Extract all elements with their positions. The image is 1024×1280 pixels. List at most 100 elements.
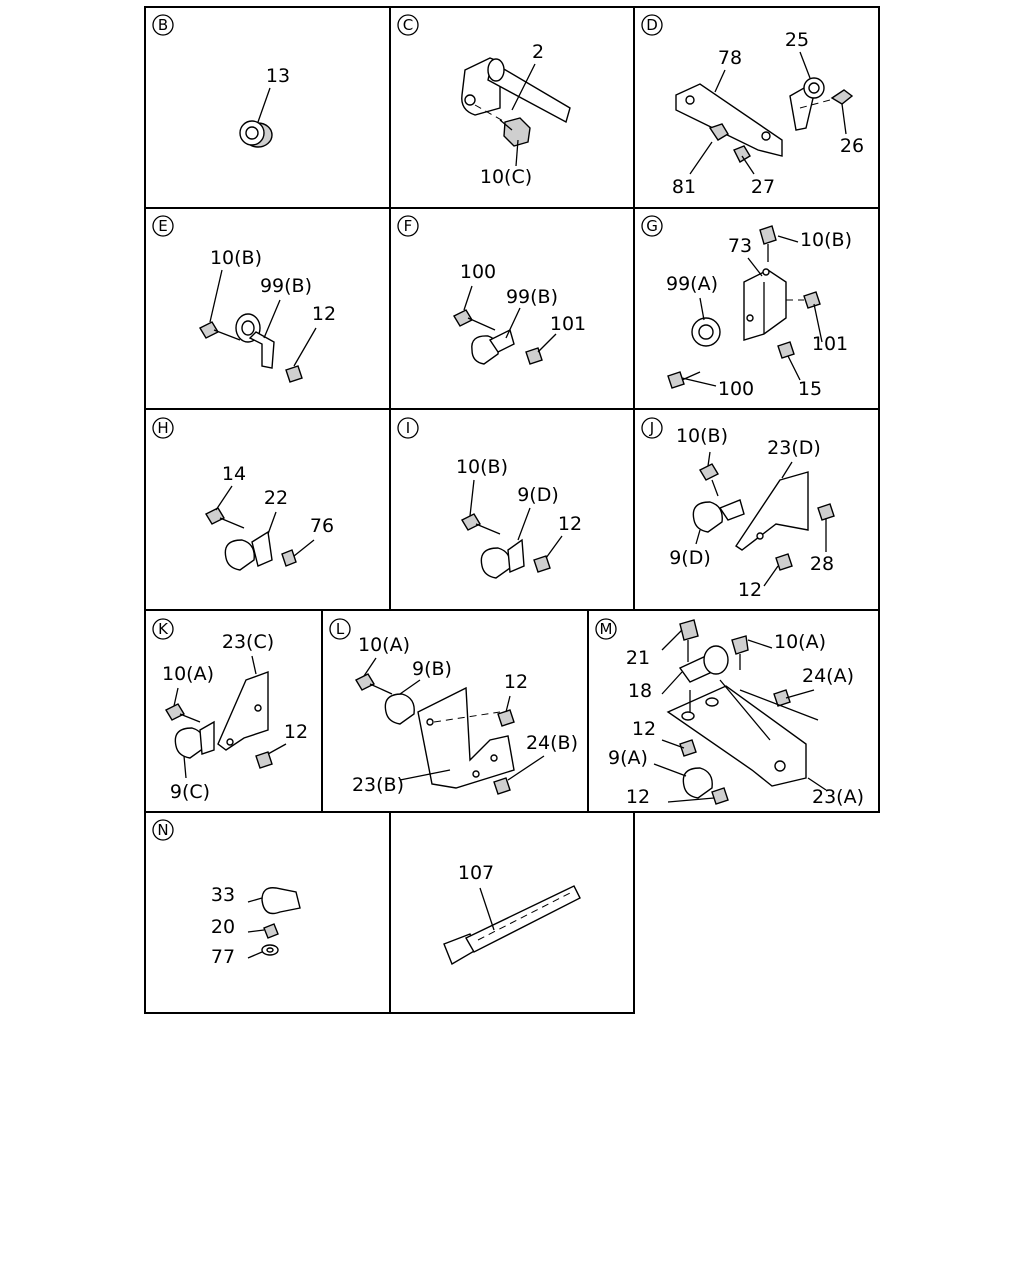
cell-letter-text: B (158, 16, 168, 34)
cell-letter-E: E (152, 215, 174, 237)
callout-E-1: 99(B) (260, 275, 312, 339)
callout-label: 24(A) (802, 665, 854, 687)
cell-letter-circle (595, 618, 617, 640)
cell-letter-I: I (397, 417, 419, 439)
leader-line (747, 639, 773, 649)
callout-L-3: 24(B) (507, 732, 578, 781)
callout-J-3: 28 (810, 518, 834, 575)
leader-line (505, 307, 521, 339)
cell-letter-B: B (152, 14, 174, 36)
leader-line (667, 797, 715, 803)
callout-label: 100 (718, 378, 754, 400)
leader-line (747, 257, 763, 277)
leader-line (545, 535, 563, 559)
callout-label: 14 (222, 463, 246, 485)
callout-label: 99(A) (666, 273, 718, 295)
callout-label: 12 (738, 579, 762, 601)
leader-line (689, 141, 713, 175)
callout-label: 15 (798, 378, 822, 400)
leader-line (661, 629, 683, 651)
leader-line (215, 485, 233, 511)
leader-line (479, 887, 495, 931)
callout-D-0: 78 (714, 47, 742, 93)
leader-line (714, 69, 726, 93)
callout-I-0: 10(B) (456, 456, 508, 517)
callout-D-3: 81 (672, 141, 713, 198)
callout-G-0: 73 (728, 235, 763, 277)
clip-assembly-i (461, 513, 551, 579)
callout-E-0: 10(B) (209, 247, 262, 323)
leader-line (251, 655, 257, 675)
callout-F-0: 100 (460, 261, 496, 311)
cell-letter-circle (397, 417, 419, 439)
callout-label: 10(B) (800, 229, 852, 251)
cell-letter-circle (152, 215, 174, 237)
callout-label: 20 (211, 916, 235, 938)
cell-letter-circle (397, 215, 419, 237)
clip-assembly-h (205, 507, 297, 571)
leader-line (267, 743, 287, 755)
callout-C-0: 2 (511, 41, 544, 111)
cell-letter-text: E (158, 217, 167, 235)
callout-label: 77 (211, 946, 235, 968)
cell-letter-circle (641, 14, 663, 36)
cell-letter-circle (152, 417, 174, 439)
bracket-assembly-m (666, 619, 819, 805)
callout-label: 12 (626, 786, 650, 808)
leader-line (741, 155, 755, 175)
callout-D-1: 25 (785, 29, 811, 79)
leader-line (469, 479, 475, 517)
callout-label: 28 (810, 553, 834, 575)
callout-F-1: 99(B) (505, 286, 558, 339)
callout-H-0: 14 (215, 463, 246, 511)
callout-L-1: 9(B) (399, 658, 452, 695)
cell-letter-D: D (641, 14, 663, 36)
cable-tie-part-107 (443, 885, 581, 966)
callout-K-0: 23(C) (222, 631, 274, 675)
leader-line (515, 139, 519, 167)
leader-line (661, 671, 683, 695)
leader-line (781, 461, 793, 479)
callout-label: 9(D) (517, 484, 559, 506)
callout-L-4: 23(B) (352, 769, 451, 796)
callout-I-1: 9(D) (517, 484, 559, 541)
callout-N-0: 33 (211, 884, 263, 906)
callout-label: 10(C) (480, 166, 532, 188)
callout-label: 9(C) (170, 781, 210, 803)
callout-label: 22 (264, 487, 288, 509)
callout-L-2: 12 (504, 671, 528, 713)
callout-J-4: 12 (738, 565, 779, 601)
callout-B-0: 13 (257, 65, 290, 123)
leader-line (763, 565, 779, 587)
leader-line (707, 451, 711, 467)
leader-line (399, 679, 421, 695)
bracket-assembly-j (692, 463, 835, 571)
callout-G-5: 15 (787, 355, 822, 400)
callout-label: 23(D) (767, 437, 821, 459)
callout-label: 25 (785, 29, 809, 51)
callout-D-2: 26 (840, 103, 864, 157)
leader-line (293, 539, 315, 557)
callout-label: 10(A) (774, 631, 826, 653)
leader-line (507, 755, 545, 781)
cell-letter-circle (152, 618, 174, 640)
callout-label: 10(A) (162, 663, 214, 685)
leader-line (263, 299, 281, 339)
callout-label: 27 (751, 176, 775, 198)
cell-letter-C: C (397, 14, 419, 36)
cell-letter-N: N (152, 819, 174, 841)
callout-H-1: 22 (264, 487, 288, 535)
bracket-assembly-k (165, 671, 273, 769)
leader-line (813, 303, 823, 343)
callout-M-0: 21 (626, 629, 683, 669)
callout-label: 81 (672, 176, 696, 198)
callout-label: 10(B) (456, 456, 508, 478)
leader-line (257, 87, 271, 123)
cell-letter-text: G (646, 217, 658, 235)
callout-label: 99(B) (260, 275, 312, 297)
cell-letter-J: J (641, 417, 663, 439)
callout-M-2: 24(A) (785, 665, 854, 699)
cell-letter-H: H (152, 417, 174, 439)
